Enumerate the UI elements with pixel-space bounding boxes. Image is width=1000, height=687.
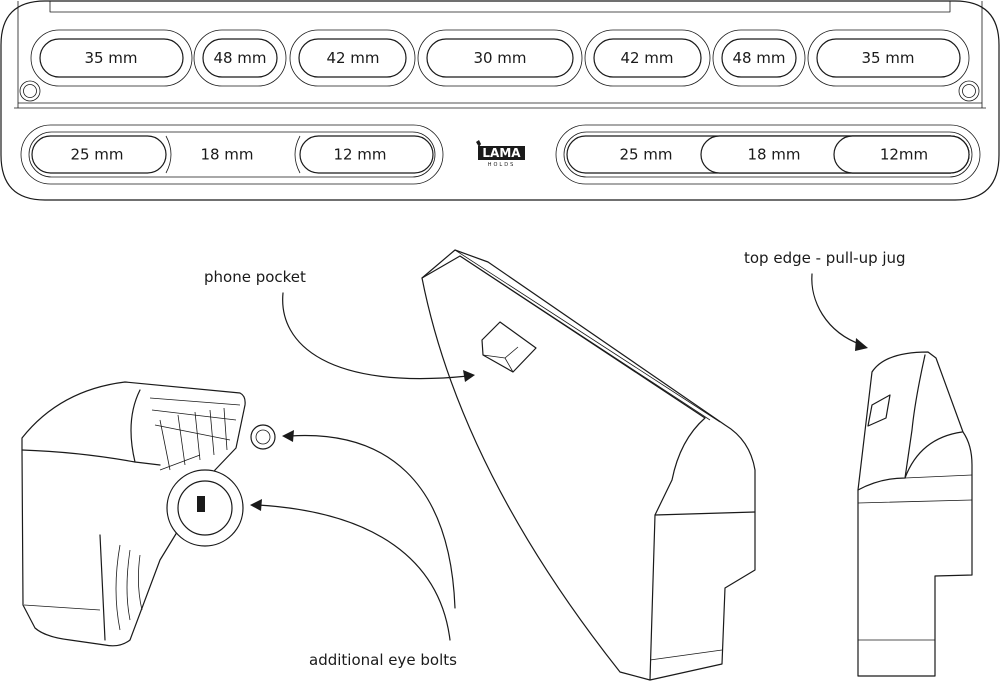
top-row-slots: 35 mm 48 mm 42 mm 30 mm 42 mm 48 mm 35 m…: [30, 29, 970, 87]
left-rail: 25 mm 18 mm 12 mm: [20, 124, 444, 185]
left-rail-slot-label: 12 mm: [333, 146, 386, 164]
right-rail-slot-label: 25 mm: [619, 146, 672, 164]
phone-pocket-inner: [482, 346, 519, 373]
right-rail: 25 mm 18 mm 12mm: [555, 124, 981, 185]
top-edge-arrow: [811, 273, 863, 346]
left-perspective-view: [21, 381, 276, 647]
left-view-body: [21, 381, 246, 647]
middle-view-top-edges: [454, 249, 721, 423]
top-slot-6: 48 mm: [712, 29, 806, 87]
eye-bolt-shaft: [197, 496, 205, 512]
top-slot-label: 48 mm: [213, 49, 266, 67]
lama-logo: LAMA HOLDS: [476, 140, 525, 168]
right-view-horizontal-edges: [857, 474, 973, 504]
right-view-top-contour: [857, 354, 926, 491]
annotations: phone pocket top edge - pull-up jug addi…: [204, 249, 906, 669]
eye-bolts-arrowhead-lower-icon: [250, 499, 262, 511]
left-screw-outer: [19, 80, 41, 102]
top-edge-arrowhead-icon: [855, 338, 868, 351]
right-screw-outer: [958, 80, 980, 102]
left-view-bottom-edge: [23, 604, 101, 611]
middle-view-front-face: [649, 511, 756, 681]
left-view-bottom-grooves: [115, 544, 143, 631]
left-rail-slot-label: 25 mm: [70, 146, 123, 164]
left-view-front-edge: [21, 449, 161, 466]
eye-bolts-arrow-lower: [257, 504, 451, 641]
board-side-edges: [17, 1, 983, 108]
left-rail-slot-label: 18 mm: [200, 146, 253, 164]
eye-bolts-arrow-upper: [289, 434, 456, 609]
left-view-corner-edge: [130, 389, 141, 463]
small-eye-bolt-icon: [250, 424, 276, 450]
top-slot-label: 48 mm: [732, 49, 785, 67]
top-slot-label: 42 mm: [620, 49, 673, 67]
middle-perspective-view: [421, 249, 756, 681]
left-screw-icon: [23, 84, 37, 98]
middle-view-top-face: [421, 255, 706, 516]
logo-text: LAMA: [482, 146, 521, 160]
right-screw-icon: [962, 84, 976, 98]
top-slot-3: 42 mm: [289, 29, 416, 87]
phone-pocket-arrow: [282, 292, 469, 380]
annotation-top-edge: top edge - pull-up jug: [744, 249, 906, 267]
phone-pocket-icon: [481, 321, 537, 373]
right-view-body: [857, 351, 973, 677]
right-rail-slot-label: 18 mm: [747, 146, 800, 164]
phone-pocket-arrowhead-icon: [463, 370, 475, 382]
right-view-pocket-icon: [867, 394, 891, 427]
top-slot-label: 30 mm: [473, 49, 526, 67]
logo-subtext: HOLDS: [488, 162, 516, 168]
eye-bolts-arrowhead-upper-icon: [282, 430, 294, 442]
top-slot-4: 30 mm: [417, 29, 583, 87]
right-rail-slot-label: 12mm: [880, 146, 928, 164]
middle-view-body: [421, 249, 756, 681]
board-divider: [14, 102, 986, 109]
board-outline: [0, 0, 1000, 201]
top-slot-label: 35 mm: [84, 49, 137, 67]
left-view-rails: [149, 397, 241, 471]
board-plan-view: 35 mm 48 mm 42 mm 30 mm 42 mm 48 mm 35 m…: [0, 0, 1000, 201]
top-slot-2: 48 mm: [193, 29, 287, 87]
right-view-jug-edge: [904, 431, 963, 479]
middle-view-bottom-edge: [649, 649, 723, 661]
annotation-eye-bolts: additional eye bolts: [309, 651, 457, 669]
right-side-view: [857, 351, 973, 677]
small-eye-bolt-inner: [255, 429, 271, 445]
board-top-lip: [49, 1, 951, 13]
annotation-phone-pocket: phone pocket: [204, 268, 306, 286]
top-slot-1: 35 mm: [30, 29, 193, 87]
left-view-back-edge: [99, 534, 106, 641]
top-slot-label: 35 mm: [861, 49, 914, 67]
top-slot-7: 35 mm: [807, 29, 970, 87]
top-slot-5: 42 mm: [584, 29, 711, 87]
top-slot-label: 42 mm: [326, 49, 379, 67]
left-view-slots: [159, 407, 228, 471]
